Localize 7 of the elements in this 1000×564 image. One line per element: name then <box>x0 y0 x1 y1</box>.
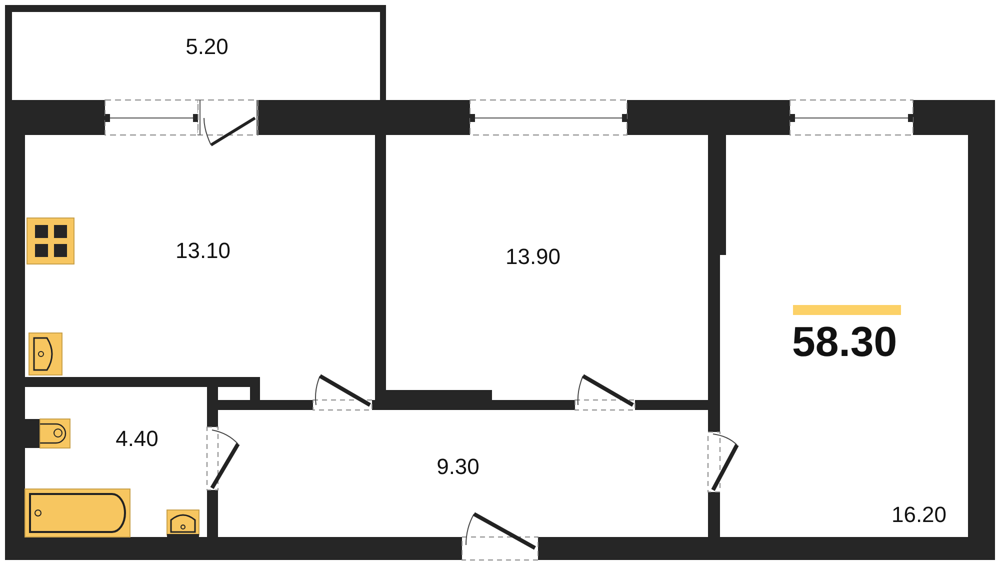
area-label: 5.20 <box>186 34 228 60</box>
area-label: 9.30 <box>436 454 480 480</box>
area-label: 13.90 <box>505 244 561 270</box>
area-label: 13.10 <box>175 238 231 264</box>
total-area-label: 58.30 <box>792 318 898 366</box>
area-label: 4.40 <box>116 426 158 452</box>
area-label: 16.20 <box>891 502 947 528</box>
